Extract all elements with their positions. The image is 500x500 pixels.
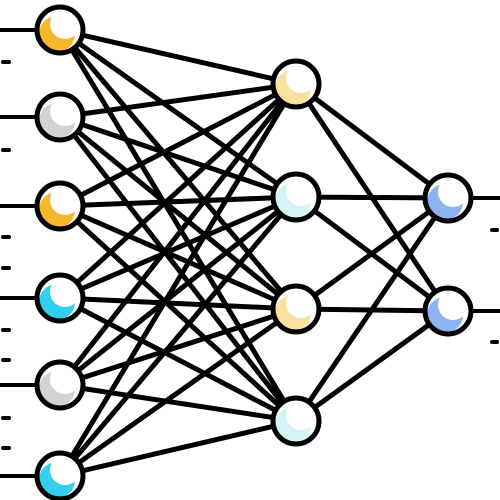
connection-edge — [57, 194, 299, 209]
node-highlight — [286, 63, 316, 93]
node-ring — [422, 172, 474, 224]
connection-edge — [293, 195, 451, 424]
input-layer-node — [34, 4, 86, 56]
node-highlight — [50, 277, 80, 307]
connection-edge — [293, 308, 451, 424]
node-ring — [422, 285, 474, 337]
input-layer-node — [34, 359, 86, 411]
node-highlight — [50, 185, 80, 215]
node-ring — [270, 58, 322, 110]
connection-edge — [57, 114, 299, 312]
node-ring — [34, 359, 86, 411]
connection-edge — [57, 27, 299, 200]
node-highlight — [286, 400, 316, 430]
connection-edge — [57, 203, 299, 312]
node-ring — [34, 450, 86, 500]
io-lines — [0, 28, 500, 478]
connection-edge — [57, 382, 299, 424]
node-ring — [34, 272, 86, 324]
connection-edge — [57, 81, 299, 388]
node-highlight — [438, 177, 468, 207]
connection-edge — [57, 194, 299, 388]
output-layer-node — [422, 172, 474, 224]
nodes — [34, 4, 474, 500]
node-ring — [34, 180, 86, 232]
output-layer-node — [422, 285, 474, 337]
input-layer-node — [34, 180, 86, 232]
connection-edge — [57, 306, 299, 388]
hidden-layer-node — [270, 283, 322, 335]
connection-edge — [57, 81, 299, 301]
node-ring — [270, 283, 322, 335]
node-ring — [34, 91, 86, 143]
connection-edge — [57, 418, 299, 479]
node-highlight — [50, 364, 80, 394]
connection-edge — [293, 81, 451, 201]
connection-edge — [57, 27, 299, 87]
node-highlight — [50, 96, 80, 126]
input-layer-node — [34, 450, 86, 500]
node-highlight — [438, 290, 468, 320]
node-ring — [34, 4, 86, 56]
connection-edge — [57, 81, 299, 209]
node-highlight — [50, 9, 80, 39]
connection-edge — [57, 114, 299, 200]
connection-edge — [57, 295, 299, 312]
connection-edge — [57, 27, 299, 312]
node-highlight — [50, 455, 80, 485]
node-ring — [270, 171, 322, 223]
node-highlight — [286, 176, 316, 206]
connection-edge — [57, 194, 299, 479]
node-highlight — [286, 288, 316, 318]
input-layer-node — [34, 91, 86, 143]
connection-edge — [57, 27, 299, 424]
connection-edge — [57, 306, 299, 479]
hidden-layer-node — [270, 58, 322, 110]
connection-edge — [57, 203, 299, 424]
input-layer-node — [34, 272, 86, 324]
connection-edge — [57, 81, 299, 120]
hidden-layer-node — [270, 395, 322, 447]
connections — [57, 27, 451, 479]
connection-edge — [57, 114, 299, 424]
connection-edge — [57, 81, 299, 479]
hidden-layer-node — [270, 171, 322, 223]
connection-edge — [57, 194, 299, 301]
connection-edge — [293, 195, 451, 312]
connection-edge — [57, 295, 299, 424]
node-ring — [270, 395, 322, 447]
